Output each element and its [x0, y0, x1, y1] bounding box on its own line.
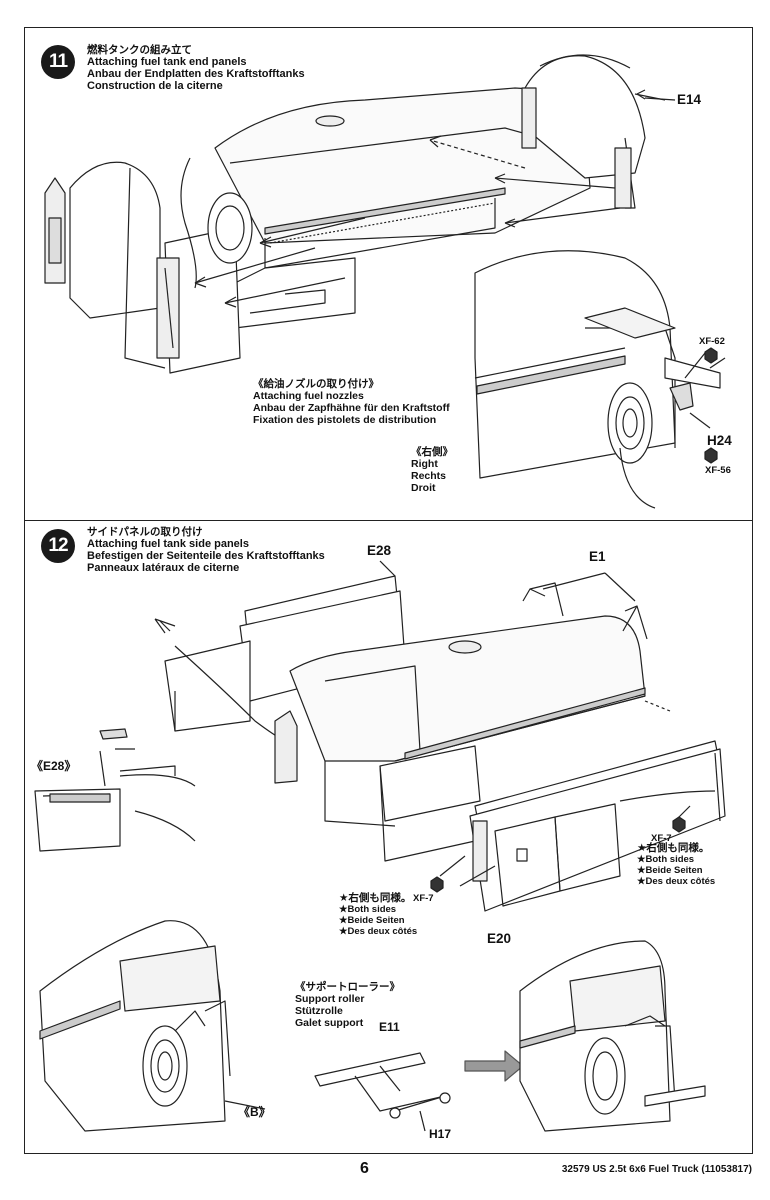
nozzle-subtitle-jp: 《給油ノズルの取り付け》 — [253, 378, 379, 390]
paint-label-xf7-left: XF-7 — [413, 893, 434, 904]
step-12-title-jp: サイドパネルの取り付け — [87, 526, 203, 538]
both-sides-note-right: ★右側も同様。 ★Both sides ★Beide Seiten ★Des d… — [637, 842, 716, 888]
nozzle-subtitle-de: Anbau der Zapfhähne für den Kraftstoff — [253, 402, 450, 414]
support-roller-de: Stützrolle — [295, 1005, 343, 1017]
detail-label-b: 《B》 — [238, 1105, 271, 1119]
step-12-panel: 12 サイドパネルの取り付け Attaching fuel tank side … — [24, 520, 753, 1154]
page-number: 6 — [360, 1160, 369, 1177]
step-12-title-en: Attaching fuel tank side panels — [87, 538, 249, 550]
part-label-e20: E20 — [487, 931, 512, 946]
support-roller-en: Support roller — [295, 993, 365, 1005]
step-11-number: 11 — [41, 45, 75, 79]
step-11-panel: 11 燃料タンクの組み立て Attaching fuel tank end pa… — [24, 27, 753, 522]
both-sides-left-de: ★Beide Seiten — [339, 915, 405, 926]
step-12-number: 12 — [41, 529, 75, 563]
footer-reference: 32579 US 2.5t 6x6 Fuel Truck (11053817) — [561, 1164, 752, 1175]
step-11-title-jp: 燃料タンクの組み立て — [87, 44, 192, 56]
part-label-e28: E28 — [367, 543, 392, 558]
right-side-en: Right — [411, 458, 438, 470]
right-side-fr: Droit — [411, 482, 436, 494]
both-sides-left-jp: ★右側も同様。 — [339, 892, 412, 904]
part-label-h24: H24 — [707, 433, 732, 448]
part-label-e11: E11 — [379, 1020, 400, 1034]
step-12-title-block: サイドパネルの取り付け Attaching fuel tank side pan… — [87, 526, 325, 574]
detail-label-e28: 《E28》 — [31, 759, 77, 773]
part-label-e1: E1 — [589, 549, 606, 564]
step-12-title-de: Befestigen der Seitenteile des Kraftstof… — [87, 550, 325, 562]
step-11-title-en: Attaching fuel tank end panels — [87, 56, 247, 68]
paint-label-xf56: XF-56 — [705, 465, 731, 476]
both-sides-note-left: ★右側も同様。 ★Both sides ★Beide Seiten ★Des d… — [339, 892, 418, 938]
step-12-title-fr: Panneaux latéraux de citerne — [87, 562, 240, 574]
step-12-illustration — [25, 521, 752, 1153]
support-roller-fr: Galet support — [295, 1017, 364, 1029]
step-11-title-block: 燃料タンクの組み立て Attaching fuel tank end panel… — [87, 44, 305, 92]
nozzle-subtitle-block: 《給油ノズルの取り付け》 Attaching fuel nozzles Anba… — [253, 378, 450, 426]
both-sides-right-en: ★Both sides — [637, 854, 695, 865]
paint-label-xf7-right: XF-7 — [651, 833, 672, 844]
both-sides-left-en: ★Both sides — [339, 904, 397, 915]
support-roller-jp: 《サポートローラー》 — [295, 981, 400, 993]
step-11-title-de: Anbau der Endplatten des Kraftstofftanks — [87, 68, 305, 80]
part-label-h17: H17 — [429, 1127, 452, 1141]
paint-label-xf62: XF-62 — [699, 336, 725, 347]
both-sides-right-jp: ★右側も同様。 — [637, 842, 710, 854]
right-side-note: 《右側》 Right Rechts Droit — [411, 446, 453, 494]
both-sides-right-fr: ★Des deux côtés — [637, 876, 716, 887]
nozzle-subtitle-fr: Fixation des pistolets de distribution — [253, 414, 437, 426]
right-side-de: Rechts — [411, 470, 447, 482]
both-sides-left-fr: ★Des deux côtés — [339, 926, 418, 937]
support-roller-block: 《サポートローラー》 Support roller Stützrolle Gal… — [295, 981, 400, 1029]
both-sides-right-de: ★Beide Seiten — [637, 865, 703, 876]
right-side-jp: 《右側》 — [411, 446, 453, 458]
nozzle-subtitle-en: Attaching fuel nozzles — [253, 390, 364, 402]
step-11-title-fr: Construction de la citerne — [87, 80, 223, 92]
step-11-illustration — [25, 28, 752, 521]
part-label-e14: E14 — [677, 92, 702, 107]
